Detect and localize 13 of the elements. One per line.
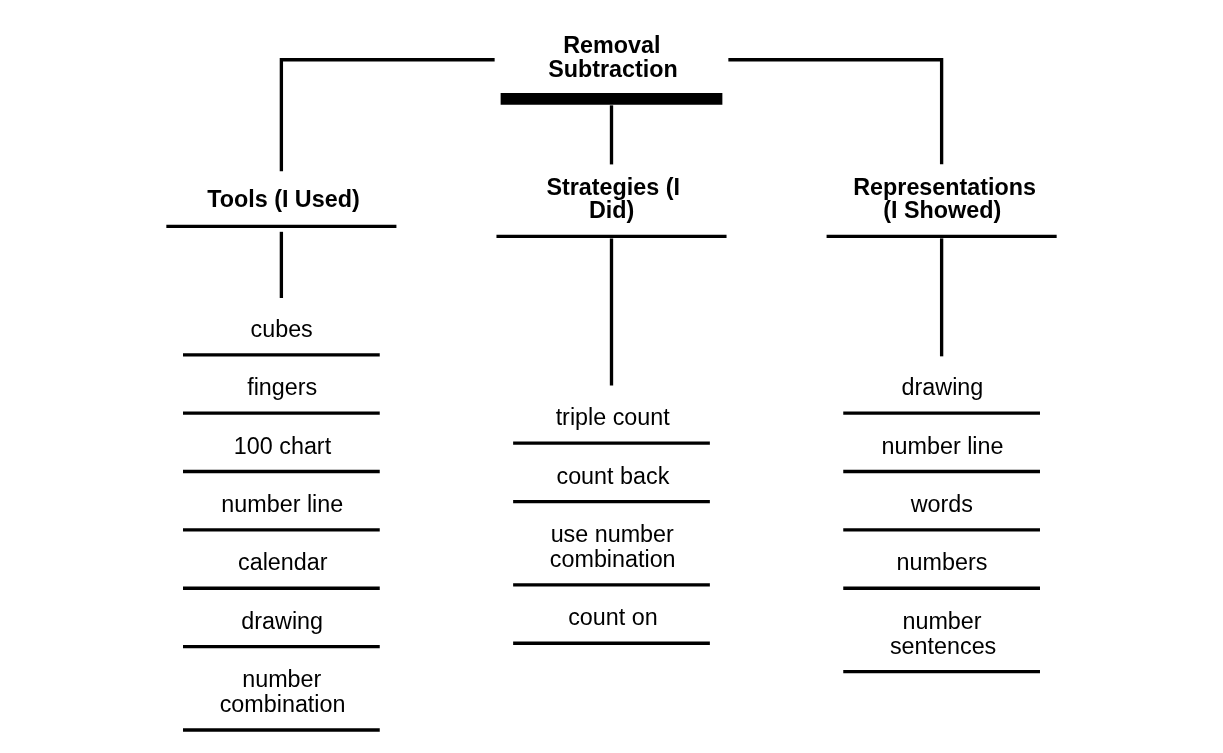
node-text: Tools (I Used): [207, 185, 360, 212]
node-text: drawing number line words numbers number sentences: [881, 374, 1004, 659]
node-text: triple count count back use number combination count on: [549, 404, 676, 631]
connector: [728, 58, 944, 165]
connector: [279, 231, 284, 298]
connector: [609, 238, 614, 386]
connector: [279, 58, 495, 172]
node-text: cubes fingers 100 chart number line calendar drawing number combination: [219, 315, 346, 717]
connector: [609, 105, 614, 165]
node-text: Strategies (I Did): [546, 174, 681, 224]
node-text: Removal Subtraction: [548, 32, 678, 82]
node-text: Representations (I Showed): [853, 174, 1037, 224]
connector: [939, 238, 944, 357]
